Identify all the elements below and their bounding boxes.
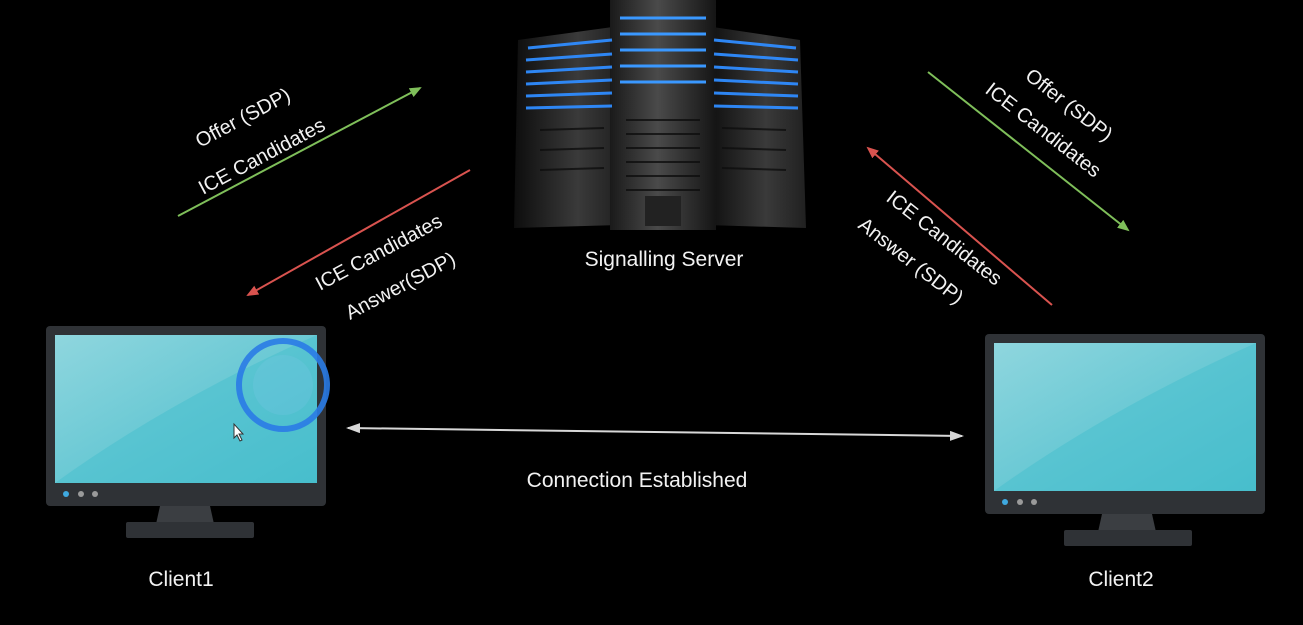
monitor-icon bbox=[985, 334, 1265, 546]
connection-label: Connection Established bbox=[527, 469, 748, 492]
answer-arrow-left bbox=[246, 169, 471, 296]
client1-label: Client1 bbox=[148, 568, 213, 591]
right-answer-label-line2: Answer (SDP) bbox=[854, 214, 967, 309]
cursor-icon bbox=[233, 422, 245, 442]
connection-arrow bbox=[346, 423, 964, 441]
server-label: Signalling Server bbox=[585, 248, 744, 271]
offer-arrow-right bbox=[927, 71, 1130, 232]
server-rack-icon bbox=[514, 0, 806, 230]
highlight-ring bbox=[236, 338, 330, 432]
offer-arrow-left bbox=[177, 87, 422, 217]
monitor-icon bbox=[46, 326, 326, 538]
client2-label: Client2 bbox=[1088, 568, 1153, 591]
answer-arrow-right bbox=[866, 146, 1053, 306]
